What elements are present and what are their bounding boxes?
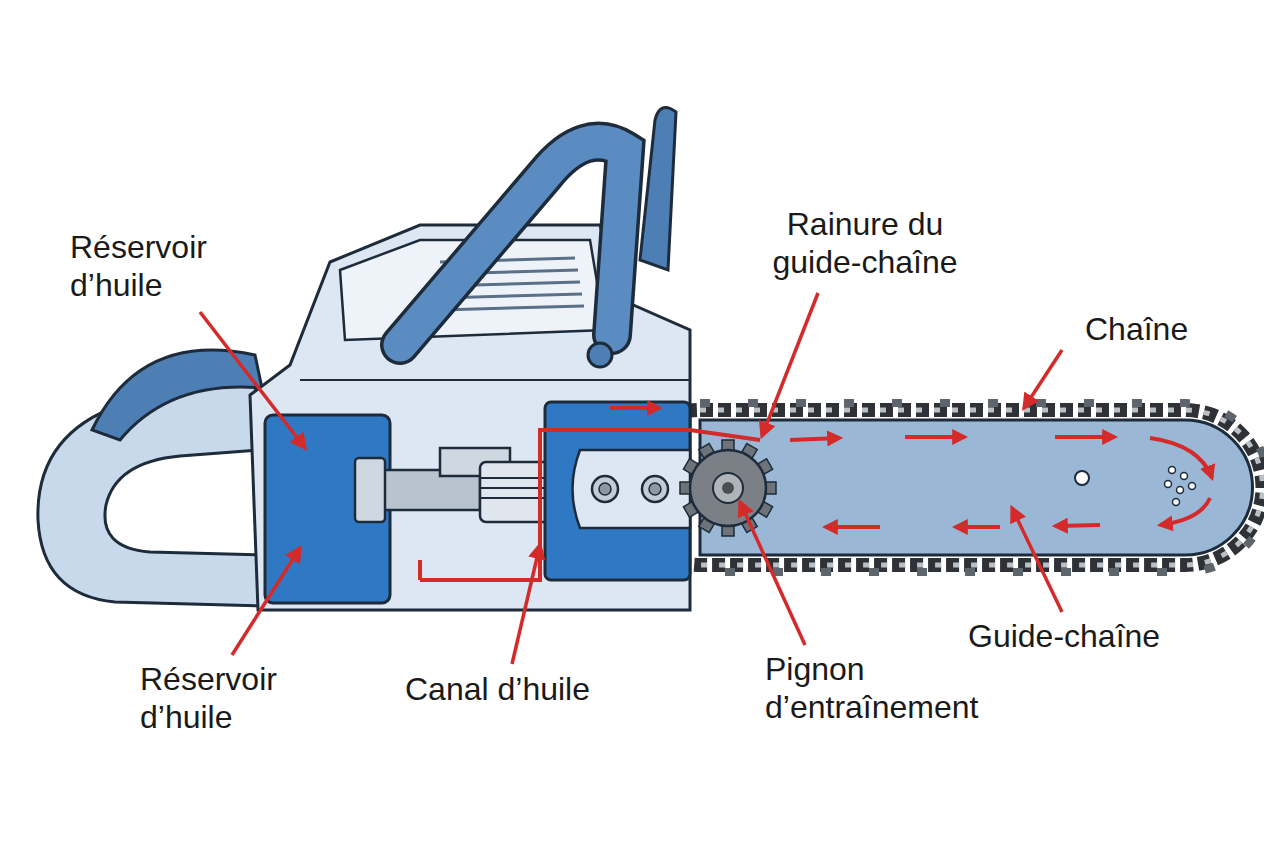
part-label: Guide-chaîne (968, 617, 1160, 655)
part-label: Pignon d’entraînement (765, 650, 1035, 726)
part-label: Réservoir d’huile (70, 228, 260, 304)
part-label: Rainure du guide-chaîne (745, 205, 985, 281)
part-label: Canal d’huile (405, 670, 590, 708)
part-label: Chaîne (1085, 310, 1188, 348)
part-label: Réservoir d’huile (140, 660, 330, 736)
